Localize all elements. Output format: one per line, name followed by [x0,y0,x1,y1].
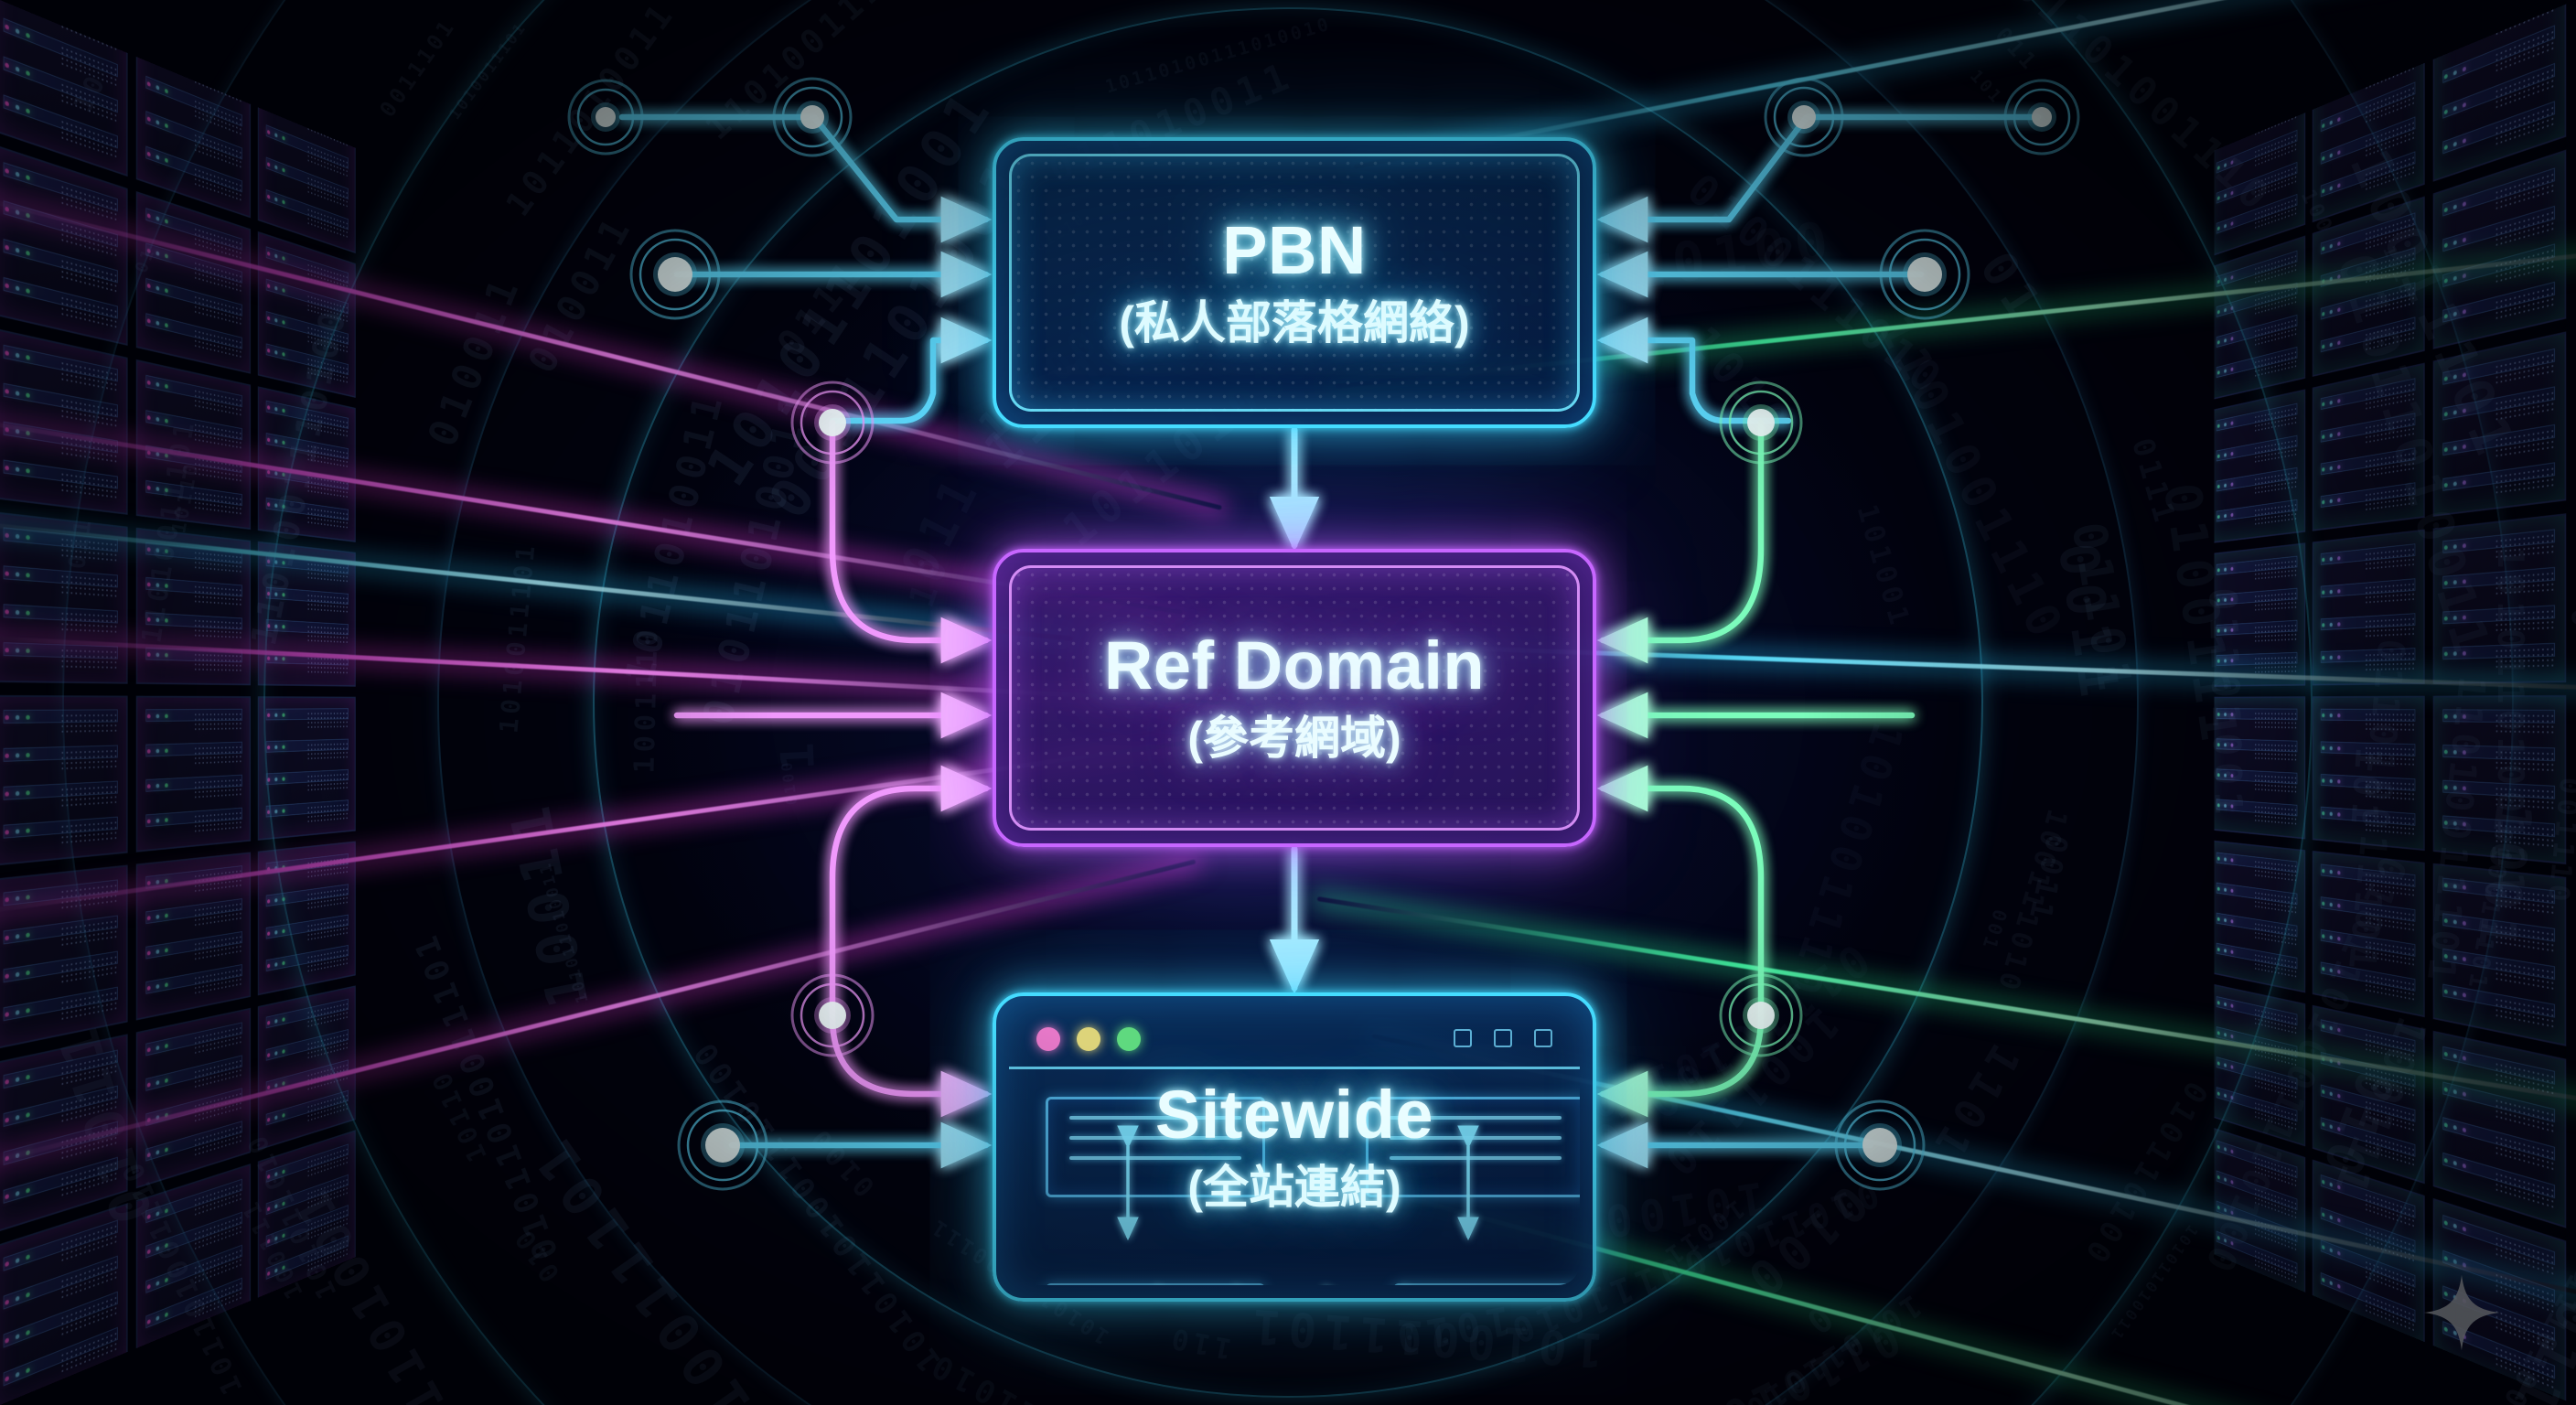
ref-domain-title-zh: (參考網域) [996,713,1593,764]
node-card-sitewide[interactable]: Sitewide (全站連結) [993,992,1596,1302]
card-content: Ref Domain (參考網域) [996,632,1593,764]
node-card-ref-domain[interactable]: Ref Domain (參考網域) [993,549,1596,847]
ref-domain-title-en: Ref Domain [996,632,1593,700]
pbn-title-en: PBN [996,217,1593,284]
sparkle-icon [2422,1273,2501,1352]
sitewide-title-en: Sitewide [996,1081,1593,1149]
card-content: Sitewide (全站連結) [996,1081,1593,1213]
sitewide-title-zh: (全站連結) [996,1162,1593,1213]
card-content: PBN (私人部落格網絡) [996,217,1593,349]
node-card-pbn[interactable]: PBN (私人部落格網絡) [993,137,1596,428]
pbn-title-zh: (私人部落格網絡) [996,297,1593,349]
